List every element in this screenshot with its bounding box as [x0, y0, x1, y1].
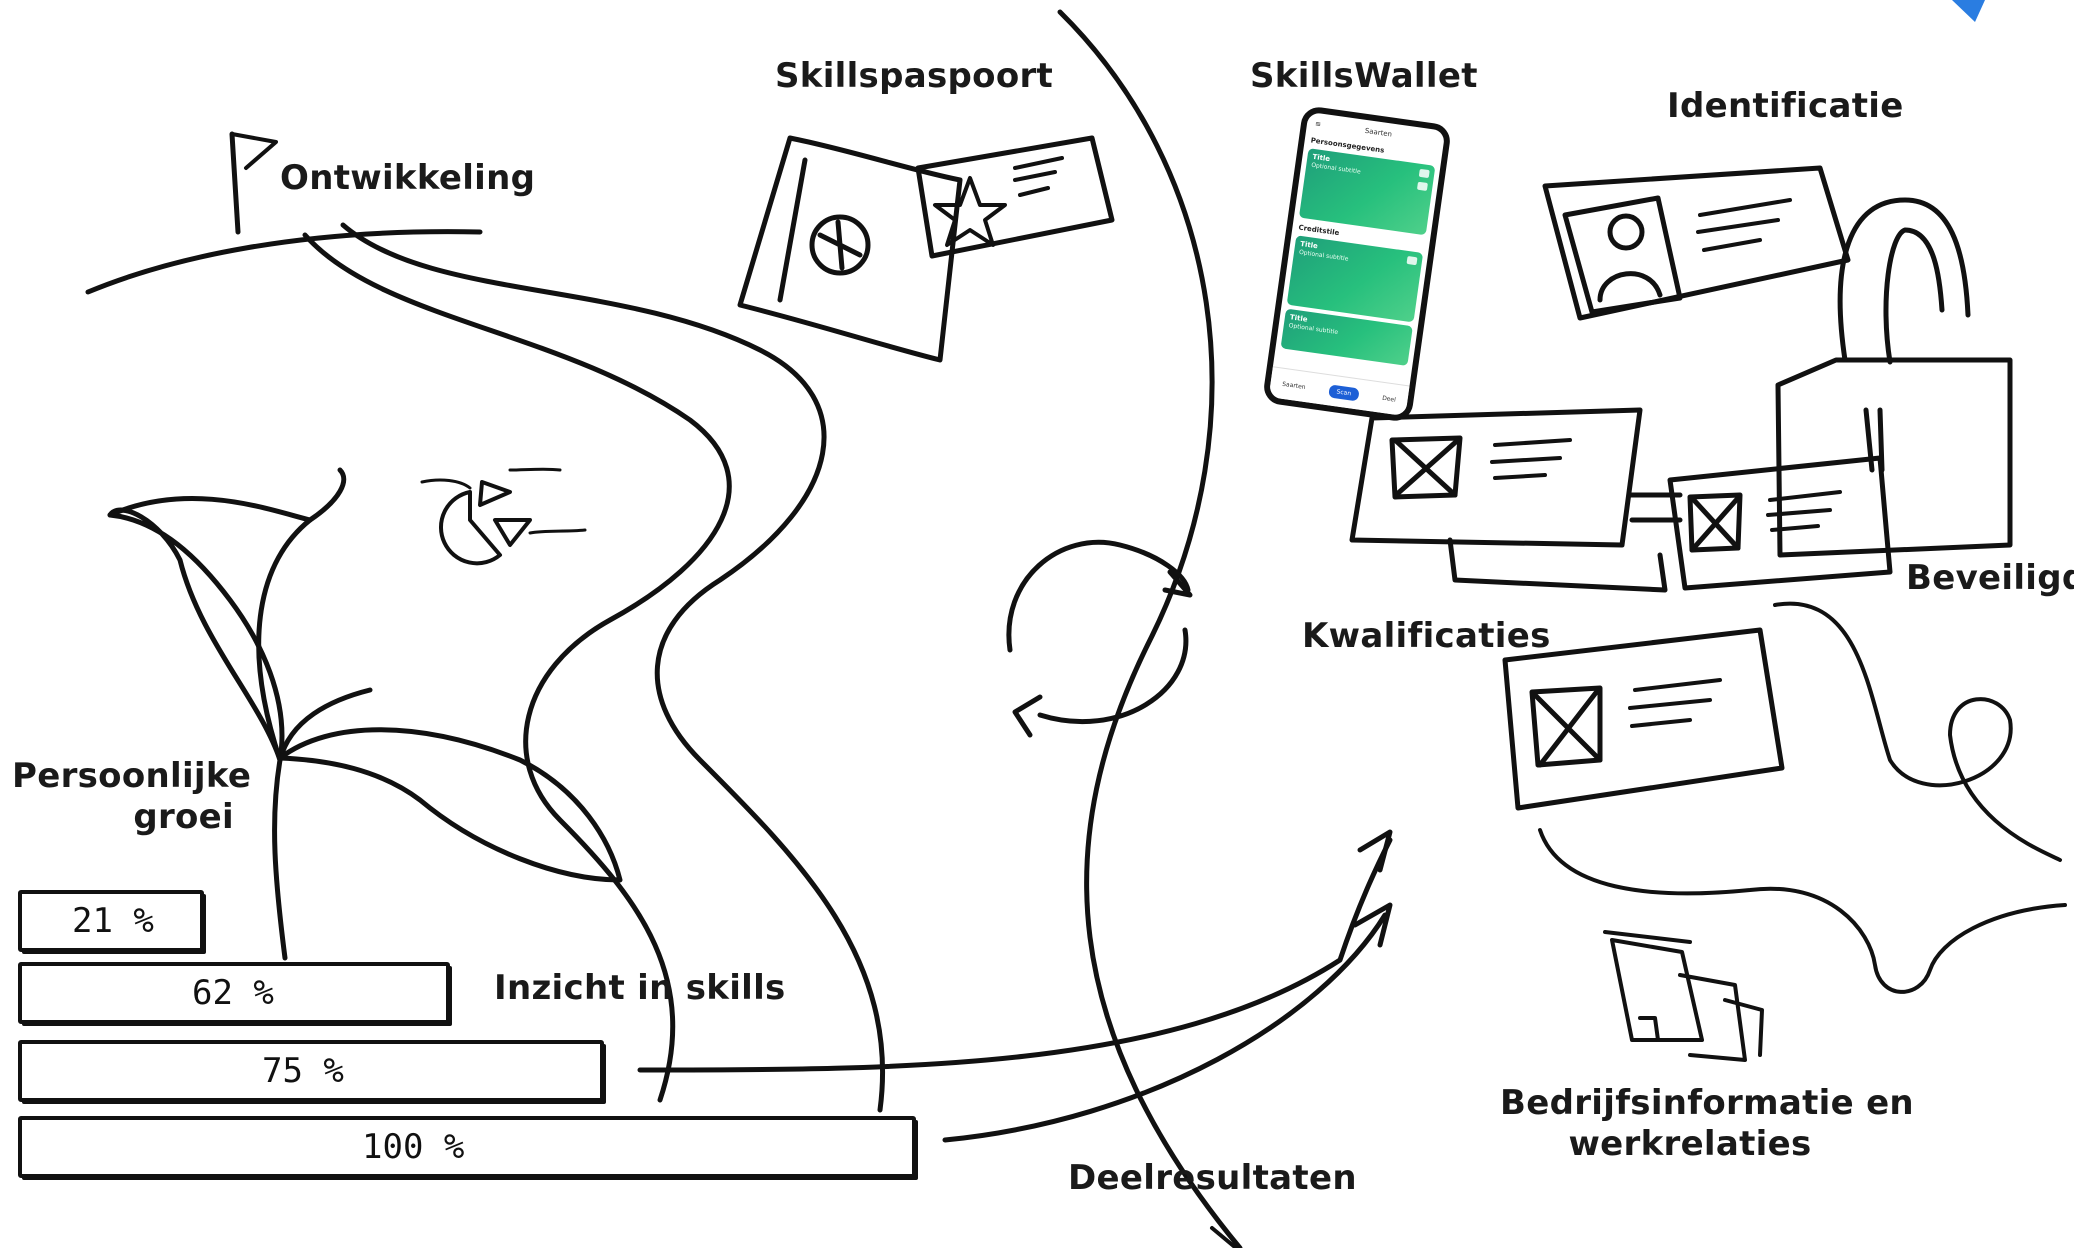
- card-icon: [1418, 168, 1430, 179]
- qualification-card: [1447, 492, 1683, 593]
- pie-chart-icon: [420, 467, 587, 566]
- label-skillswallet: SkillsWallet: [1250, 56, 1478, 96]
- phone-card: Title Optional subtitle: [1298, 148, 1436, 236]
- qualification-card: [1349, 407, 1643, 548]
- progress-bar: 62 %: [18, 962, 450, 1024]
- flag-icon: [229, 131, 278, 235]
- arrow-icon: [637, 829, 1393, 1073]
- label-beveiligd: Beveiligd: [1906, 558, 2074, 598]
- card-icon: [1416, 181, 1428, 192]
- decorative-swirl: [1538, 828, 2067, 994]
- buildings-icon: [1603, 930, 1764, 1062]
- label-skillspaspoort: Skillspaspoort: [775, 56, 1054, 96]
- label-kwalificaties: Kwalificaties: [1302, 616, 1551, 656]
- decorative-swirl: [1773, 601, 2062, 862]
- hill-curve: [85, 229, 483, 295]
- separator-arc: [1057, 9, 1243, 1248]
- label-identificatie: Identificatie: [1667, 86, 1904, 126]
- label-bedrijfsinformatie: Bedrijfsinformatie en werkrelaties: [1500, 1083, 1914, 1165]
- padlock-icon: [1775, 197, 2013, 558]
- label-deelresultaten: Deelresultaten: [1068, 1158, 1357, 1198]
- arrow-icon: [942, 902, 1393, 1143]
- progress-bar: 75 %: [18, 1040, 604, 1102]
- qualification-card: [1502, 627, 1785, 811]
- star-card-icon: [915, 135, 1115, 259]
- phone-title: Saarten: [1364, 126, 1393, 139]
- label-inzicht-in-skills: Inzicht in skills: [494, 968, 786, 1008]
- progress-bar: 100 %: [18, 1116, 916, 1178]
- cycle-arrows-icon: [1006, 539, 1193, 738]
- menu-icon: ≡: [1314, 119, 1322, 129]
- progress-bar: 21 %: [18, 890, 204, 952]
- bottom-stroke: [1210, 1226, 1238, 1248]
- phone-card: Title Optional subtitle: [1286, 235, 1424, 323]
- label-persoonlijke-groei: Persoonlijke groei: [12, 756, 252, 838]
- label-ontwikkeling: Ontwikkeling: [280, 158, 536, 198]
- card-icon: [1406, 255, 1418, 266]
- plant-icon: [107, 467, 623, 961]
- road-left-edge: [302, 232, 732, 1103]
- road-right-edge: [340, 222, 886, 1113]
- corner-logo-icon: [1952, 0, 1985, 22]
- passport-icon: [737, 135, 963, 363]
- qualification-card: [1667, 455, 1893, 591]
- id-card-icon: [1542, 165, 1851, 321]
